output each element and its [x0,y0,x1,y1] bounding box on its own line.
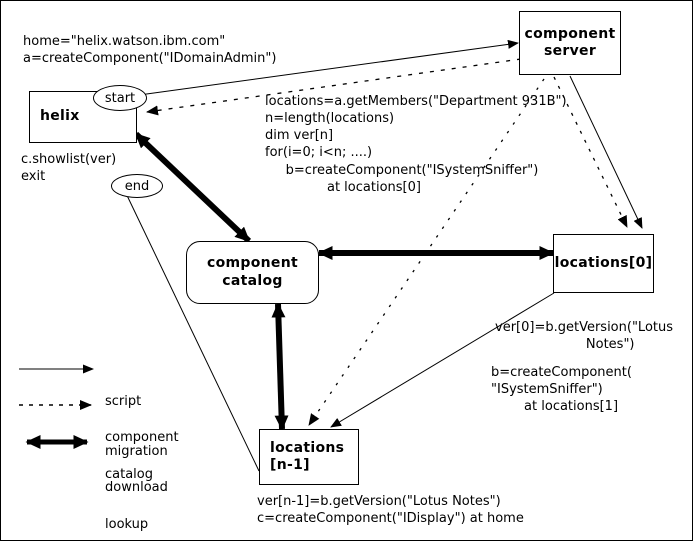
node-component-catalog[interactable]: component catalog [186,241,319,304]
node-locations-n-1[interactable]: locations [n-1] [259,429,359,485]
annotation-home-init: home="helix.watson.ibm.com" a=createComp… [23,34,277,67]
edge-locations-n1-to-end [121,184,260,472]
node-start[interactable]: start [93,85,147,111]
node-locations-n-1-label-1: locations [270,439,345,456]
annotation-loop-block: locations=a.getMembers("Department 931B"… [265,94,567,195]
legend-item-catalog-lookup: catalog lookup [105,434,153,540]
node-end-label: end [124,178,150,194]
legend-component-download-line2: download [105,480,168,496]
edge-component-server-download-locations-n1 [308,78,545,426]
legend-catalog-lookup-line1: catalog [105,467,153,483]
legend-item-script-migration: script migration [105,361,168,494]
annotation-helix-exit: c.showlist(ver) exit [21,152,117,185]
node-start-label: start [104,90,136,106]
annotation-create-next: b=createComponent( "ISystemSniffer") at … [491,365,632,415]
annotation-bottom-block: ver[n-1]=b.getVersion("Lotus Notes") c=c… [257,494,524,527]
edge-component-catalog-to-locations-n1 [271,302,289,431]
node-end[interactable]: end [111,174,163,198]
node-locations-0-label: locations[0] [554,254,653,271]
edge-component-server-to-locations0 [569,75,643,229]
legend-catalog-lookup-line2: lookup [105,517,149,533]
node-component-server-label-1: component [524,25,616,42]
node-helix-label: helix [40,108,80,125]
node-locations-0[interactable]: locations[0] [553,234,654,293]
legend-script-migration-line2: migration [105,444,168,460]
legend-item-component-download: component download [105,397,179,530]
edge-component-server-to-helix [146,58,522,116]
node-locations-n-1-label-2: [n-1] [270,457,310,473]
edge-start-to-component-server [131,39,519,97]
edge-locations0-to-locations-n1 [330,292,555,428]
legend-component-download-line1: component [105,430,179,446]
node-component-catalog-label-2: catalog [222,272,283,289]
node-component-catalog-label-1: component [207,255,298,272]
node-component-server-label-2: server [543,43,597,59]
legend-script-migration-line1: script [105,394,142,410]
annotation-version-0: ver[0]=b.getVersion("Lotus Notes") [495,320,674,353]
node-component-server[interactable]: component server [519,11,621,75]
edge-helix-to-component-catalog [133,131,252,244]
